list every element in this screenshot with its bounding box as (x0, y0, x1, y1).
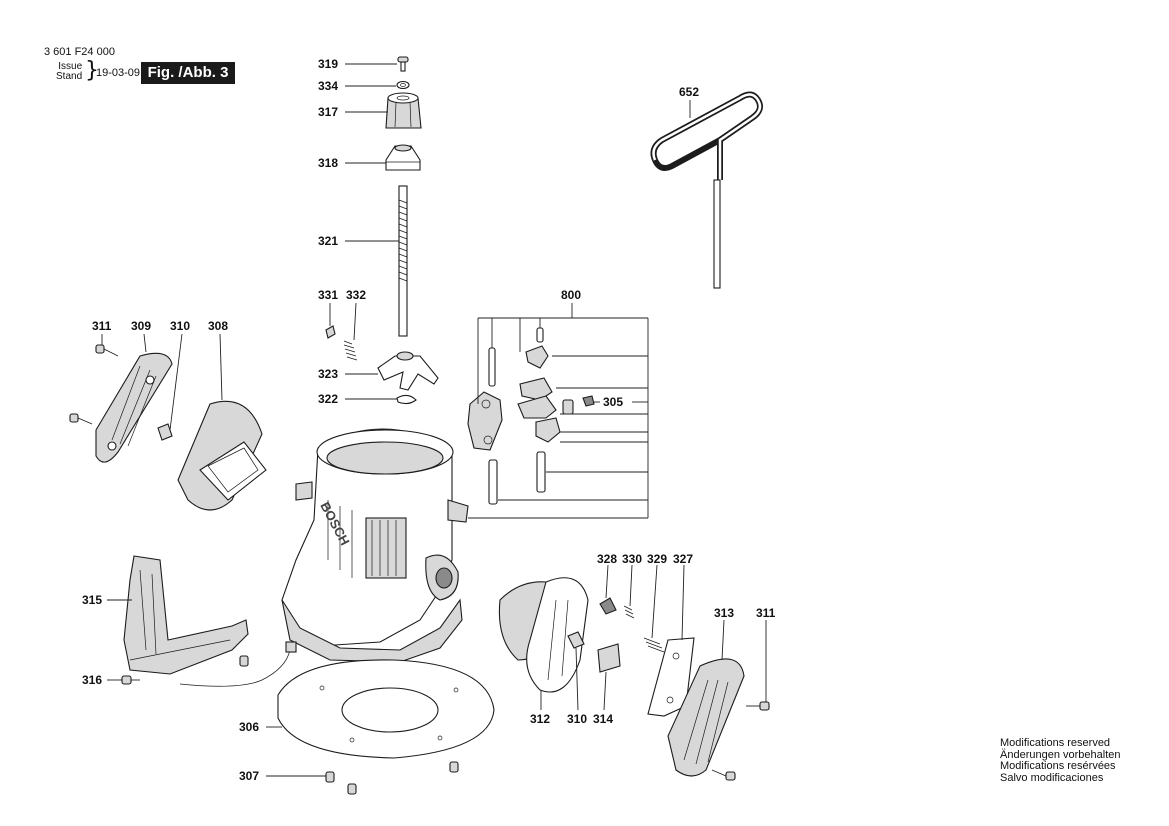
callout-329: 329 (647, 552, 667, 566)
router-housing: BOSCH (281, 428, 469, 663)
callout-332: 332 (346, 288, 366, 302)
knob-328 (599, 597, 617, 615)
callout-323: 323 (318, 367, 338, 381)
circlip-322 (396, 394, 417, 405)
mod-es: Salvo modificaciones (1000, 771, 1104, 784)
callout-322: 322 (318, 392, 338, 406)
nut-318 (385, 144, 421, 171)
callout-310-right: 310 (567, 712, 587, 726)
callout-316: 316 (82, 673, 102, 687)
spring-332 (343, 340, 358, 361)
screw-311-top (95, 344, 119, 357)
callout-315: 315 (82, 593, 102, 607)
threaded-rod-321 (398, 185, 408, 337)
switch-slide-327 (647, 637, 695, 717)
handle-body-312 (498, 577, 589, 693)
brace-glyph: } (85, 58, 99, 83)
cable (179, 641, 297, 687)
screw-319 (397, 56, 409, 72)
chip-guard-315 (123, 555, 249, 675)
callout-800: 800 (561, 288, 581, 302)
callout-334: 334 (318, 79, 338, 93)
hex-key-652 (650, 91, 763, 289)
callout-306: 306 (239, 720, 259, 734)
callout-331: 331 (318, 288, 338, 302)
screws-307 (325, 761, 459, 795)
issue-stand-label: Issue Stand (56, 62, 82, 82)
dust-adapter-308 (177, 400, 267, 511)
mod-de: Änderungen vorbehalten (1000, 748, 1121, 761)
callout-327: 327 (673, 552, 693, 566)
callout-311-left: 311 (92, 319, 112, 333)
callout-305: 305 (603, 395, 623, 409)
callout-311-right: 311 (756, 606, 776, 620)
callout-321: 321 (318, 234, 338, 248)
knob-317 (385, 92, 422, 129)
screws-311-right (711, 701, 770, 781)
callout-317: 317 (318, 105, 338, 119)
callout-307: 307 (239, 769, 259, 783)
label-314 (597, 643, 621, 673)
callout-319: 319 (318, 57, 338, 71)
handle-cover-313 (667, 658, 745, 777)
screw-316b (239, 655, 249, 667)
screw-316 (121, 675, 140, 685)
stand-label: Stand (56, 71, 83, 82)
handle-cover-309 (95, 352, 173, 463)
callout-310-left: 310 (170, 319, 190, 333)
leader-lines (101, 63, 767, 777)
ball-331 (325, 325, 336, 339)
figure-label: Fig. /Abb. 3 (141, 62, 235, 84)
mod-en: Modifications reserved (1000, 737, 1111, 749)
base-plate-306 (277, 659, 495, 759)
screw-310-left (157, 423, 173, 441)
washer-334 (396, 80, 410, 90)
issue-label: Issue (58, 61, 83, 72)
callout-652: 652 (679, 85, 699, 99)
spring-329 (643, 637, 665, 653)
callout-318: 318 (318, 156, 338, 170)
callout-330: 330 (622, 552, 642, 566)
mod-fr: Modifications resérvées (1000, 760, 1116, 772)
callout-309: 309 (131, 319, 151, 333)
callout-314: 314 (593, 712, 613, 726)
issue-date: 19-03-09 (96, 67, 141, 79)
callout-312: 312 (530, 712, 550, 726)
screw-310-right (567, 631, 585, 649)
callout-328: 328 (597, 552, 617, 566)
modifications-notice: Modifications reserved Änderungen vorbeh… (1000, 737, 1121, 784)
callout-308: 308 (208, 319, 228, 333)
assembly-800 (467, 327, 595, 505)
callout-numbers: 319 334 317 318 321 331 332 323 322 311 … (82, 57, 776, 783)
callout-313: 313 (714, 606, 734, 620)
screw-311-lower (69, 413, 93, 425)
clamp-323 (377, 351, 439, 391)
part-number: 3 601 F24 000 (44, 46, 115, 58)
spring-330 (623, 605, 635, 619)
